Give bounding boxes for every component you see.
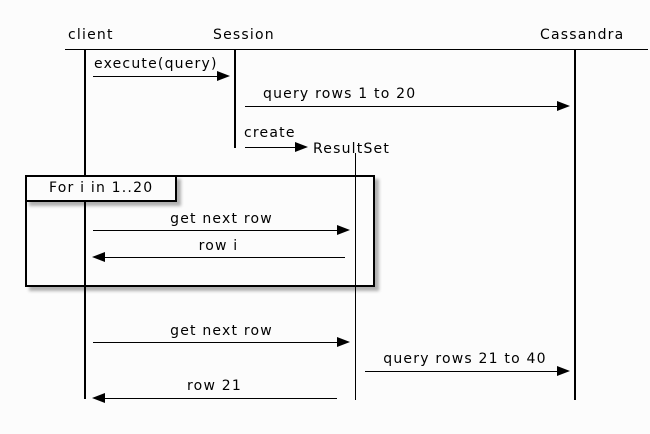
lifeline-cassandra — [574, 50, 576, 400]
message-line-get-next-row-2 — [93, 341, 338, 343]
participant-label-client: client — [68, 27, 114, 43]
message-line-create — [245, 146, 296, 148]
arrowhead-left-icon — [92, 251, 105, 262]
arrowhead-right-icon — [337, 224, 350, 235]
participant-label-resultset: ResultSet — [313, 141, 391, 157]
lifeline-resultset — [354, 153, 356, 400]
message-line-query-rows-1-20 — [245, 105, 558, 107]
lifeline-session — [234, 50, 236, 148]
message-label-row-21: row 21 — [187, 378, 242, 394]
message-line-row-21 — [105, 397, 337, 399]
message-label-row-i: row i — [198, 238, 239, 254]
participant-label-cassandra: Cassandra — [540, 27, 625, 43]
loop-label-box: For i in 1..20 — [25, 175, 177, 202]
message-line-row-i — [105, 256, 345, 258]
arrowhead-right-icon — [295, 141, 308, 152]
participants-head-line — [65, 48, 648, 50]
arrowhead-left-icon — [92, 392, 105, 403]
participant-label-session: Session — [213, 27, 275, 43]
arrowhead-right-icon — [337, 336, 350, 347]
message-label-query-rows-21-40: query rows 21 to 40 — [383, 351, 547, 367]
message-label-execute-query: execute(query) — [94, 56, 218, 72]
arrowhead-right-icon — [557, 100, 570, 111]
message-line-query-rows-21-40 — [365, 370, 558, 372]
message-label-get-next-row-1: get next row — [170, 211, 273, 227]
arrowhead-right-icon — [217, 70, 230, 81]
lifeline-client — [84, 50, 86, 399]
message-label-get-next-row-2: get next row — [170, 323, 273, 339]
message-label-query-rows-1-20: query rows 1 to 20 — [263, 86, 417, 102]
message-label-create: create — [244, 125, 296, 141]
arrowhead-right-icon — [557, 365, 570, 376]
message-line-get-next-row-1 — [93, 229, 338, 231]
loop-frame — [25, 175, 375, 287]
message-line-execute-query — [93, 75, 218, 77]
